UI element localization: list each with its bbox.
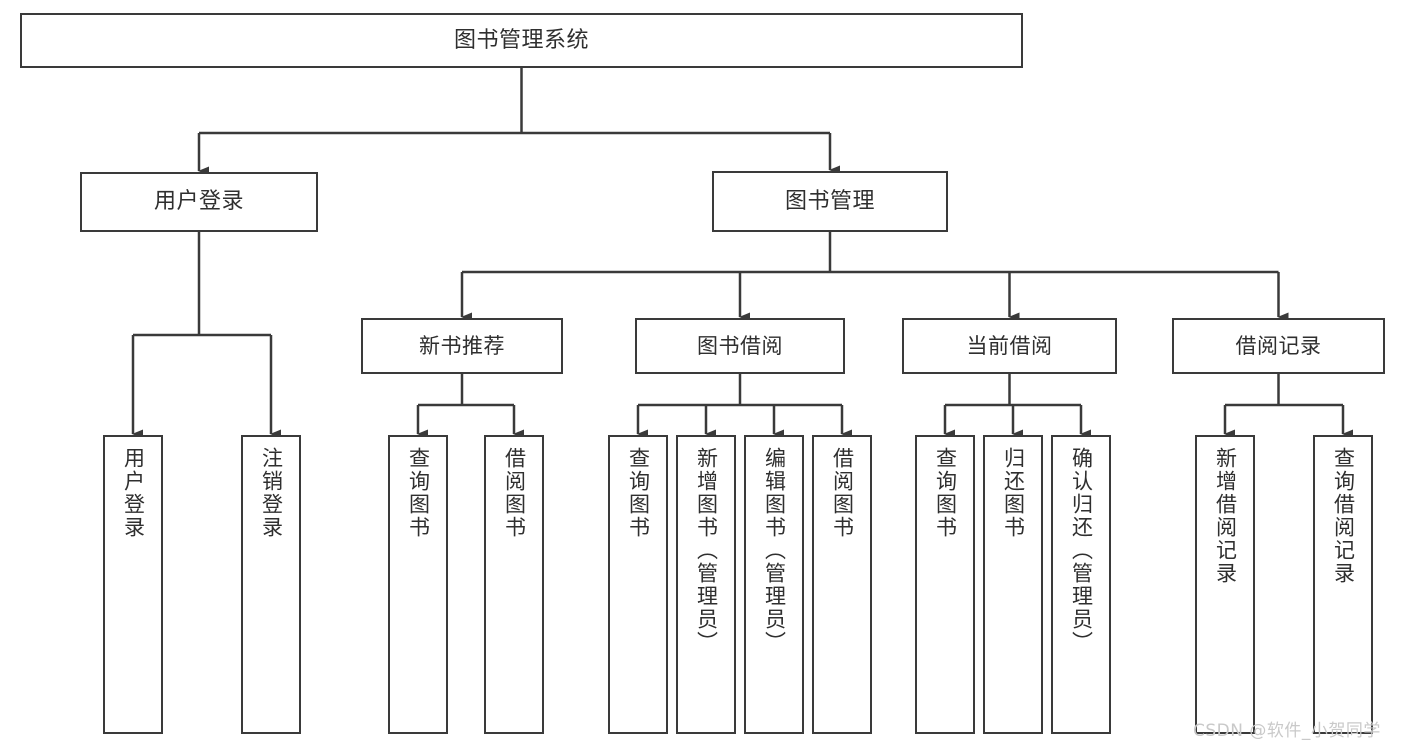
node-label: 注销登录 <box>259 447 284 539</box>
node-l2-new[interactable]: 新书推荐 <box>361 318 563 374</box>
node-l3-c2[interactable]: 新增图书（管理员） <box>676 435 736 734</box>
node-label: 图书管理 <box>784 188 875 214</box>
node-label: 用户登录 <box>153 189 244 215</box>
node-label: 查询借阅记录 <box>1331 447 1356 585</box>
node-label: 查询图书 <box>626 447 651 539</box>
node-l3-e1[interactable]: 新增借阅记录 <box>1195 435 1255 734</box>
node-label: 借阅图书 <box>830 447 855 539</box>
node-label: 图书借阅 <box>697 333 783 358</box>
node-l3-a1[interactable]: 用户登录 <box>103 435 163 734</box>
node-label: 借阅记录 <box>1235 333 1322 358</box>
node-l2-record[interactable]: 借阅记录 <box>1172 318 1385 374</box>
node-label: 借阅图书 <box>502 447 527 539</box>
node-l3-d2[interactable]: 归还图书 <box>983 435 1043 734</box>
node-l3-c3[interactable]: 编辑图书（管理员） <box>744 435 804 734</box>
connector-lines <box>131 68 1353 439</box>
node-l3-a2[interactable]: 注销登录 <box>241 435 301 734</box>
node-label: 查询图书 <box>933 447 958 539</box>
node-label: 新书推荐 <box>419 333 505 358</box>
node-root[interactable]: 图书管理系统 <box>20 13 1023 68</box>
node-l3-e2[interactable]: 查询借阅记录 <box>1313 435 1373 734</box>
node-label: 确认归还（管理员） <box>1069 447 1094 654</box>
node-l3-c4[interactable]: 借阅图书 <box>812 435 872 734</box>
node-l3-d1[interactable]: 查询图书 <box>915 435 975 734</box>
node-l2-borrow[interactable]: 图书借阅 <box>635 318 845 374</box>
node-label: 查询图书 <box>406 447 431 539</box>
node-label: 新增借阅记录 <box>1213 447 1238 585</box>
node-l3-d3[interactable]: 确认归还（管理员） <box>1051 435 1111 734</box>
node-l1-book[interactable]: 图书管理 <box>712 171 948 232</box>
node-label: 用户登录 <box>121 447 146 539</box>
node-label: 编辑图书（管理员） <box>762 447 787 654</box>
node-label: 新增图书（管理员） <box>694 447 719 654</box>
node-l2-current[interactable]: 当前借阅 <box>902 318 1117 374</box>
node-l3-b2[interactable]: 借阅图书 <box>484 435 544 734</box>
node-l3-c1[interactable]: 查询图书 <box>608 435 668 734</box>
node-label: 图书管理系统 <box>453 27 589 53</box>
node-label: 归还图书 <box>1001 447 1026 539</box>
node-l1-login[interactable]: 用户登录 <box>80 172 318 232</box>
node-l3-b1[interactable]: 查询图书 <box>388 435 448 734</box>
node-label: 当前借阅 <box>966 333 1053 358</box>
